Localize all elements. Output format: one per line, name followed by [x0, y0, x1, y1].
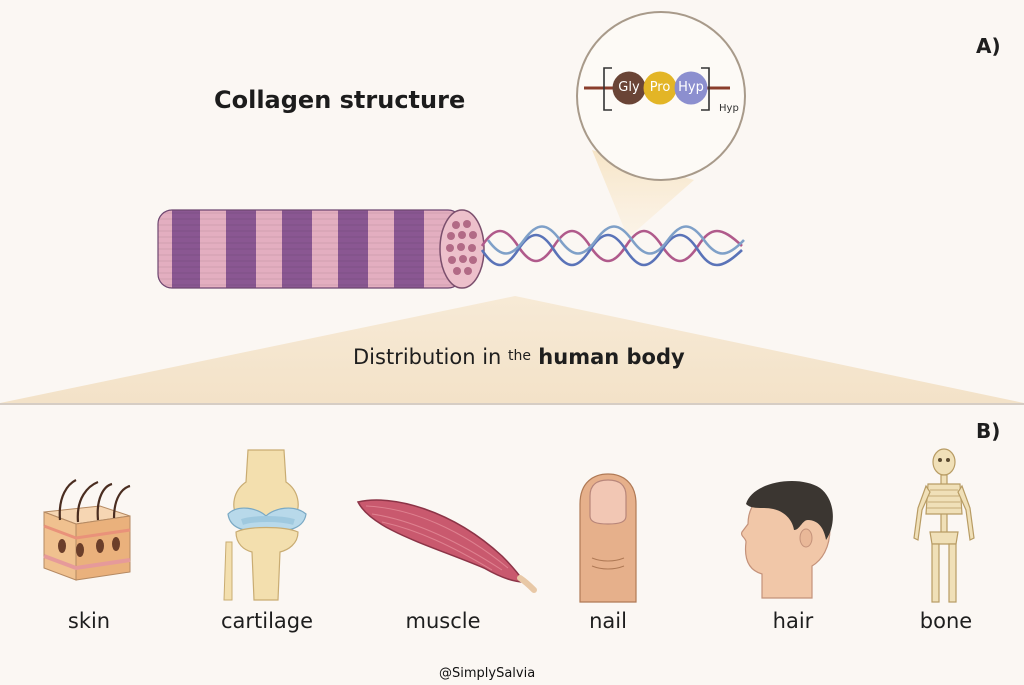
distribution-fan	[0, 296, 1024, 403]
left-bracket	[603, 67, 612, 111]
skin-icon	[43, 479, 131, 581]
panel-b-label: B)	[976, 419, 1001, 443]
diagram-title: Collagen structure	[214, 86, 466, 114]
hair-icon	[741, 481, 833, 599]
distribution-small: the	[508, 348, 531, 364]
residue-row: Gly Pro Hyp	[612, 70, 708, 106]
right-bracket	[701, 67, 710, 111]
organ-label-muscle: muscle	[405, 609, 481, 633]
bone-icon	[913, 448, 975, 603]
muscle-icon	[356, 499, 537, 593]
gly-ball	[612, 71, 646, 105]
microfibril-dots	[446, 220, 477, 275]
organ-label-nail: nail	[589, 609, 627, 633]
gly-label: Gly	[618, 80, 640, 95]
repeat-subscript: Hyp	[719, 103, 739, 114]
nail-icon	[579, 473, 637, 603]
organ-label-hair: hair	[772, 609, 814, 633]
zoom-cone	[592, 150, 694, 238]
credit-handle: @SimplySalvia	[439, 666, 536, 681]
hyp-ball	[674, 71, 708, 105]
organ-label-skin: skin	[67, 609, 111, 633]
hyp-label: Hyp	[678, 80, 704, 95]
triple-helix	[480, 225, 745, 267]
fibril-body	[157, 209, 463, 289]
pro-label: Pro	[649, 80, 671, 95]
distribution-prefix: Distribution in	[353, 345, 509, 369]
organ-label-cartilage: cartilage	[220, 609, 314, 633]
cartilage-icon	[223, 449, 307, 601]
organ-label-bone: bone	[919, 609, 973, 633]
distribution-title: Distribution in the human body	[353, 345, 685, 369]
panel-a-label: A)	[976, 34, 1001, 58]
pro-ball	[643, 71, 677, 105]
distribution-bold: human body	[531, 345, 685, 369]
